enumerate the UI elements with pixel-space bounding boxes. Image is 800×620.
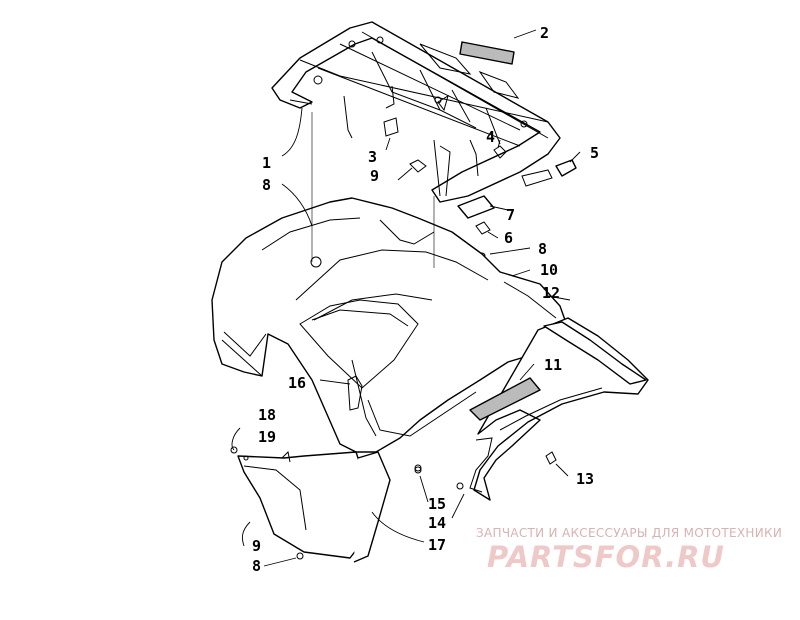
callout-9-top: 9: [370, 167, 379, 185]
decal-part-2: [459, 41, 515, 65]
callout-3: 3: [368, 148, 377, 166]
fastener-part-15: [414, 466, 422, 474]
decal-part-11: [469, 377, 541, 421]
callout-18: 18: [258, 406, 276, 424]
callout-15: 15: [428, 495, 446, 513]
callout-7: 7: [506, 206, 515, 224]
fastener-part-19: [243, 455, 249, 461]
callout-11: 11: [544, 356, 562, 374]
callout-14: 14: [428, 514, 446, 532]
bracket-part-7b: [521, 169, 553, 187]
callout-2: 2: [540, 24, 549, 42]
splash-guard: [237, 450, 391, 563]
callout-13: 13: [576, 470, 594, 488]
rear-rack: [271, 21, 561, 203]
callout-4: 4: [486, 128, 495, 146]
callout-19: 19: [258, 428, 276, 446]
bracket-part-3: [383, 117, 399, 137]
callout-1: 1: [262, 154, 271, 172]
callout-12: 12: [542, 284, 560, 302]
screw-part-6: [475, 221, 491, 235]
callout-8-mid: 8: [538, 240, 547, 258]
callout-16: 16: [288, 374, 306, 392]
callout-6: 6: [504, 229, 513, 247]
washer-part-8-lower: [296, 552, 304, 560]
callout-9-bottom: 9: [252, 537, 261, 555]
callout-10: 10: [540, 261, 558, 279]
callout-5: 5: [590, 144, 599, 162]
bolt-part-13: [545, 451, 557, 465]
callout-8-bottom: 8: [252, 557, 261, 575]
callout-8-top: 8: [262, 176, 271, 194]
callout-17: 17: [428, 536, 446, 554]
hardware-part-9: [409, 159, 427, 173]
fastener-part-14: [456, 482, 464, 490]
watermark-caption: ЗАПЧАСТИ И АКСЕССУАРЫ ДЛЯ МОТОТЕХНИКИ: [476, 526, 783, 540]
watermark-logo: PARTSFOR.RU: [487, 540, 725, 574]
latch-part-5: [555, 159, 577, 177]
fastener-part-16: [347, 375, 363, 411]
fastener-part-18: [230, 446, 238, 454]
leader-lines: [231, 29, 581, 567]
rear-fender: [211, 197, 571, 472]
side-fender: [469, 317, 649, 501]
bracket-part-7: [457, 195, 495, 219]
